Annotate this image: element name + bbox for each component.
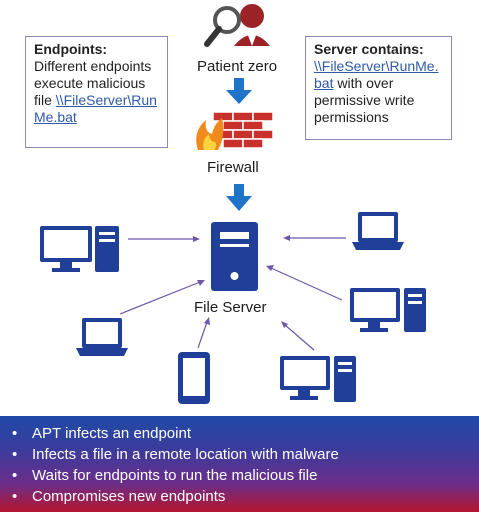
tablet-icon [178, 352, 210, 404]
patient-zero-icon [204, 4, 270, 47]
firewall-icon [196, 111, 274, 150]
file-server-label: File Server [194, 299, 267, 316]
endpoints-callout-link[interactable]: \\FileServer\RunMe.bat [34, 92, 157, 125]
arrow-icon [266, 265, 343, 301]
summary-item: APT infects an endpoint [10, 423, 479, 444]
endpoints-callout-text: Different endpoints execute malicious fi… [34, 58, 152, 108]
arrow-down-icon [226, 184, 252, 211]
summary-list: APT infects an endpoint Infects a file i… [10, 423, 479, 507]
summary-panel: APT infects an endpoint Infects a file i… [0, 416, 479, 512]
summary-item: Waits for endpoints to run the malicious… [10, 465, 479, 486]
summary-item: Compromises new endpoints [10, 486, 479, 507]
arrow-icon [281, 321, 315, 351]
arrow-icon [283, 235, 346, 241]
arrow-icon [128, 236, 200, 242]
desktop-computer-icon [40, 226, 119, 272]
arrow-down-icon [226, 78, 252, 104]
laptop-icon [352, 212, 404, 250]
file-server-icon [211, 222, 258, 291]
firewall-label: Firewall [207, 159, 259, 176]
laptop-icon [76, 318, 128, 356]
desktop-computer-icon [350, 288, 426, 332]
arrow-icon [197, 317, 210, 349]
desktop-computer-icon [280, 356, 356, 402]
patient-zero-label: Patient zero [197, 58, 278, 75]
endpoints-callout: Endpoints: Different endpoints execute m… [25, 36, 168, 148]
server-callout-link[interactable]: \\FileServer\RunMe.bat [314, 58, 439, 91]
summary-item: Infects a file in a remote location with… [10, 444, 479, 465]
server-callout: Server contains: \\FileServer\RunMe.bat … [305, 36, 452, 140]
endpoints-callout-title: Endpoints: [34, 41, 108, 57]
server-callout-title: Server contains: [314, 41, 424, 57]
infection-diagram [40, 4, 426, 404]
server-callout-text: with over permissive write permissions [314, 75, 415, 125]
arrow-icon [119, 280, 205, 315]
